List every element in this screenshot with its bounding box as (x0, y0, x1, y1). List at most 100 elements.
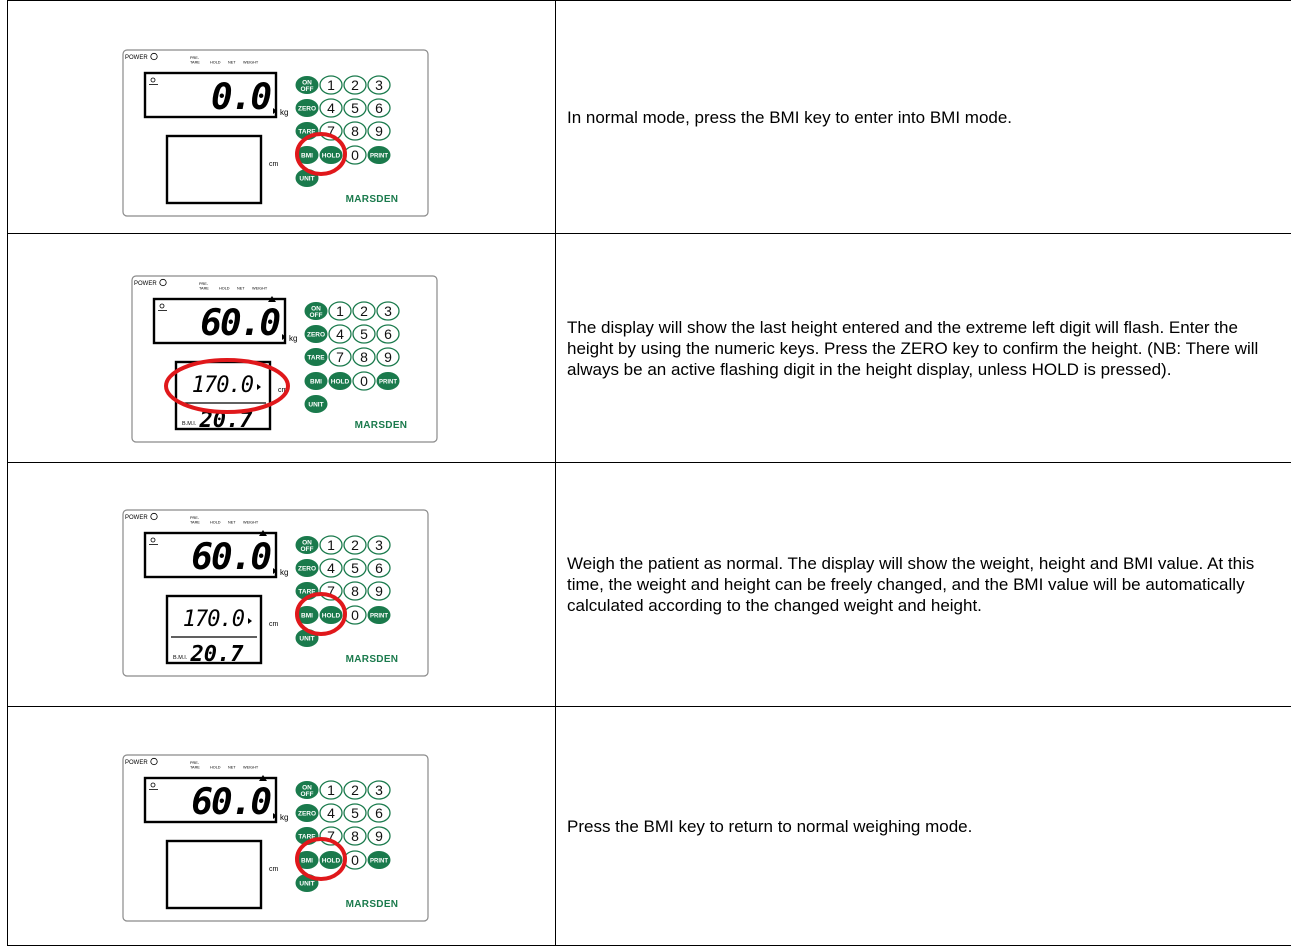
status-label: TARE (190, 766, 200, 770)
key-label: 6 (375, 560, 383, 576)
key-label: 3 (384, 303, 392, 319)
print-key: PRINT (368, 606, 391, 624)
status-label: WEIGHT (252, 287, 268, 291)
bmi-value: 20.7 (190, 642, 245, 667)
key-label: 1 (327, 782, 335, 798)
digit-key: 2 (344, 781, 366, 799)
key-label: UNIT (308, 401, 323, 408)
digit-key: 4 (320, 99, 342, 117)
instruction-text-cell: In normal mode, press the BMI key to ent… (556, 1, 1291, 234)
digit-key: 8 (344, 122, 366, 140)
status-label: PRE- (190, 761, 200, 765)
key-label: 1 (336, 303, 344, 319)
key-label: 0 (351, 607, 359, 623)
digit-key: 9 (368, 827, 390, 845)
key-label: 4 (336, 326, 344, 342)
digit-key: 4 (320, 804, 342, 822)
instruction-text: The display will show the last height en… (567, 317, 1278, 380)
key-label: PRINT (370, 613, 388, 619)
instruction-text: Press the BMI key to return to normal we… (567, 816, 1278, 837)
key-label: OFF (301, 546, 314, 553)
status-label: NET (228, 766, 236, 770)
key-label: PRINT (379, 379, 397, 385)
key-label: BMI (301, 612, 313, 619)
hold-key: HOLD (320, 851, 343, 869)
key-label: 8 (360, 349, 368, 365)
instruction-text: Weigh the patient as normal. The display… (567, 553, 1278, 616)
key-label: OFF (301, 791, 314, 798)
zero-key: ZERO (296, 99, 319, 117)
weight-value: 60.0 (200, 303, 280, 344)
status-label: NET (228, 61, 236, 65)
digit-key: 5 (344, 804, 366, 822)
digit-key: 5 (353, 325, 375, 343)
key-label: 2 (360, 303, 368, 319)
key-label: 5 (351, 560, 359, 576)
status-label: HOLD (210, 521, 221, 525)
digit-key: 6 (377, 325, 399, 343)
key-label: ZERO (298, 565, 316, 572)
key-label: ZERO (307, 331, 325, 338)
key-label: HOLD (322, 857, 341, 864)
digit-key: 3 (368, 76, 390, 94)
unit-key: UNIT (305, 395, 328, 413)
bmi-key: BMI (305, 372, 328, 390)
key-label: HOLD (322, 612, 341, 619)
kg-label: kg (280, 108, 288, 117)
key-label: UNIT (299, 880, 314, 887)
height-display (167, 136, 261, 203)
key-label: UNIT (299, 635, 314, 642)
status-label: PRE- (199, 282, 209, 286)
status-label: NET (237, 287, 245, 291)
status-label: TARE (190, 521, 200, 525)
digit-key: 4 (329, 325, 351, 343)
bmi-label: B.M.I. (173, 655, 188, 661)
digit-key: 7 (329, 348, 351, 366)
key-label: 5 (360, 326, 368, 342)
digit-key: 3 (377, 302, 399, 320)
key-label: 5 (351, 805, 359, 821)
key-label: PRINT (370, 858, 388, 864)
key-label: HOLD (322, 152, 341, 159)
key-label: OFF (310, 312, 323, 319)
status-label: NET (228, 521, 236, 525)
status-label: HOLD (219, 287, 230, 291)
status-label: WEIGHT (243, 766, 259, 770)
key-label: 3 (375, 782, 383, 798)
key-label: 8 (351, 828, 359, 844)
key-label: TARE (307, 354, 325, 361)
height-display (167, 841, 261, 908)
digit-key: 5 (344, 99, 366, 117)
key-label: 0 (360, 373, 368, 389)
digit-key: 9 (368, 122, 390, 140)
digit-key: 6 (368, 804, 390, 822)
status-label: TARE (190, 61, 200, 65)
key-label: 3 (375, 537, 383, 553)
cm-label: cm (269, 161, 279, 168)
key-label: 1 (327, 537, 335, 553)
status-label: PRE- (190, 516, 200, 520)
zero-key: ZERO (305, 325, 328, 343)
key-label: 4 (327, 560, 335, 576)
weight-value: 60.0 (191, 782, 271, 823)
key-label: BMI (301, 152, 313, 159)
weight-value: 60.0 (191, 537, 271, 578)
key-label: 0 (351, 147, 359, 163)
digit-key: 0 (344, 851, 366, 869)
key-label: 6 (375, 805, 383, 821)
key-label: PRINT (370, 153, 388, 159)
digit-key: 8 (344, 827, 366, 845)
digit-key: 1 (320, 781, 342, 799)
key-label: ZERO (298, 810, 316, 817)
brand-logo: MARSDEN (346, 899, 399, 910)
print-key: PRINT (368, 851, 391, 869)
